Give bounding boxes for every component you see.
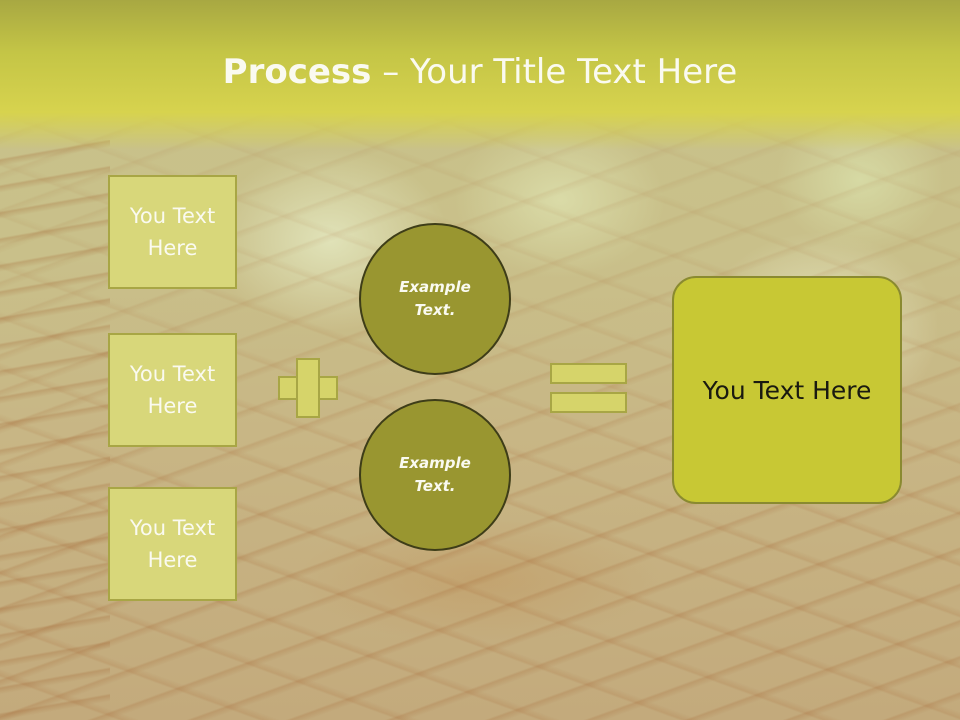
plus-icon-vertical — [296, 358, 320, 418]
slide-title[interactable]: Process – Your Title Text Here — [0, 52, 960, 92]
title-band — [0, 0, 960, 150]
equals-icon-bottom-bar — [550, 392, 627, 413]
input-box-label: You Text Here — [129, 516, 216, 572]
title-bold: Process — [222, 52, 372, 92]
result-box[interactable]: You Text Here — [672, 276, 902, 504]
title-rest: Your Title Text Here — [410, 52, 738, 92]
input-box-label: You Text Here — [129, 362, 216, 418]
title-dash: – — [371, 52, 411, 92]
example-circle-1[interactable]: Example Text. — [359, 223, 511, 375]
input-box-3[interactable]: You Text Here — [108, 487, 237, 601]
example-circle-2[interactable]: Example Text. — [359, 399, 511, 551]
equals-icon-top-bar — [550, 363, 627, 384]
background-basket-left — [0, 140, 110, 720]
result-label: You Text Here — [702, 375, 872, 405]
circle-label: Example Text. — [399, 278, 471, 319]
input-box-label: You Text Here — [129, 204, 216, 260]
circle-label: Example Text. — [399, 454, 471, 495]
input-box-1[interactable]: You Text Here — [108, 175, 237, 289]
input-box-2[interactable]: You Text Here — [108, 333, 237, 447]
